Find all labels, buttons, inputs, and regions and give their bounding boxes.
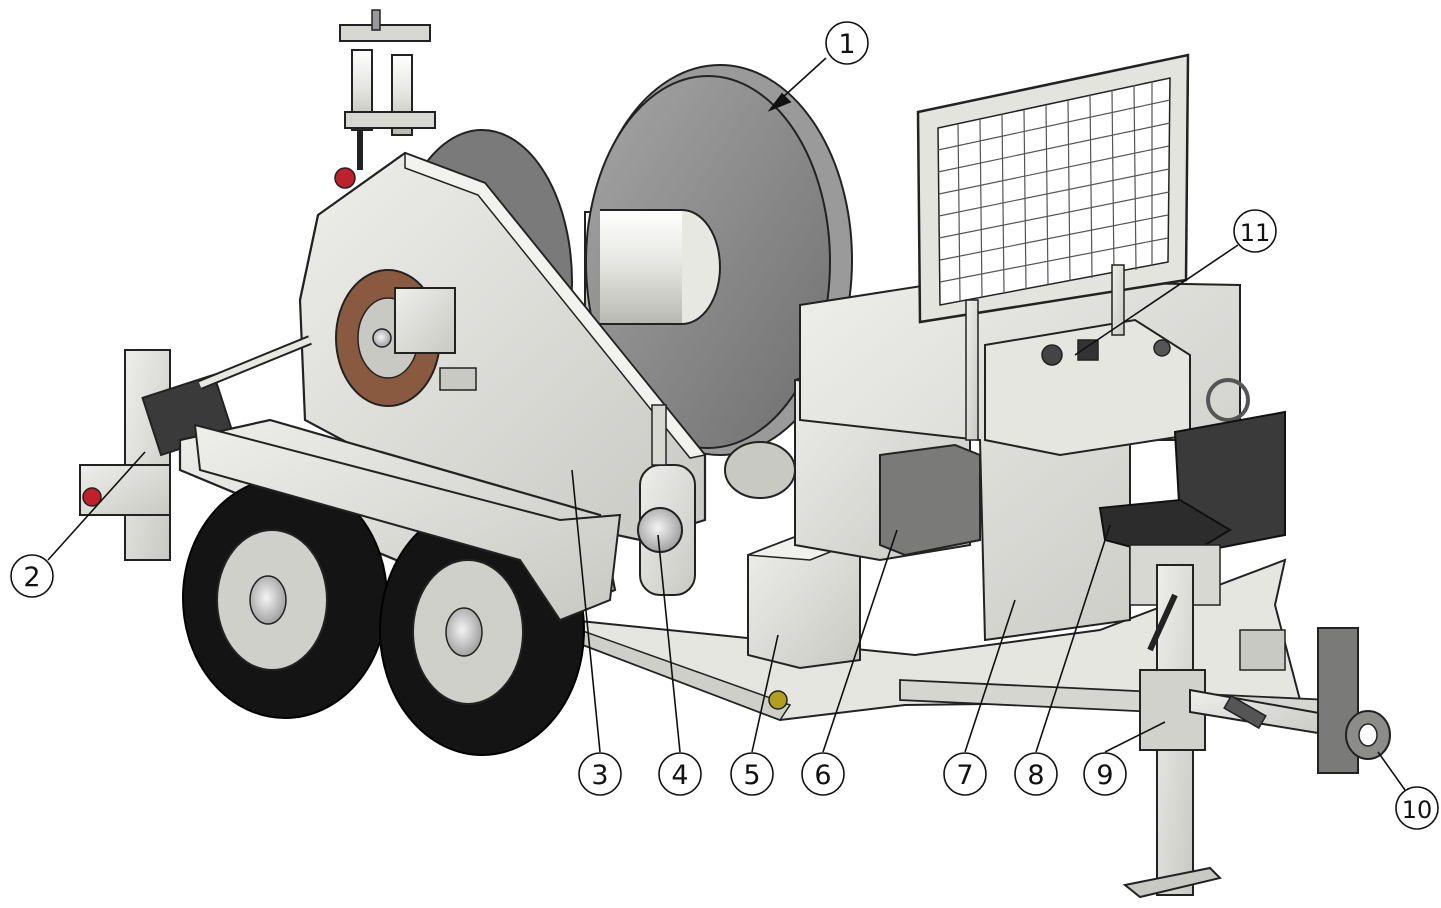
brake-caliper xyxy=(394,287,456,354)
callout-1: 1 xyxy=(825,21,869,65)
callout-11: 11 xyxy=(1233,209,1277,253)
callout-10-label: 10 xyxy=(1402,796,1433,824)
callout-11-label: 11 xyxy=(1240,219,1271,247)
electrical-box xyxy=(879,443,981,557)
callout-6: 6 xyxy=(801,752,845,796)
callout-7-label: 7 xyxy=(956,760,973,791)
callout-7: 7 xyxy=(943,752,987,796)
drum-core-visible xyxy=(600,210,682,324)
callout-2-label: 2 xyxy=(23,562,40,593)
callout-8: 8 xyxy=(1014,752,1058,796)
callout-3-label: 3 xyxy=(591,760,608,791)
callout-4-label: 4 xyxy=(671,760,688,791)
wheels xyxy=(182,423,622,756)
callout-10: 10 xyxy=(1395,786,1439,830)
callout-1-label: 1 xyxy=(838,29,855,60)
rear-light xyxy=(82,487,102,507)
brake-assembly xyxy=(335,269,477,407)
callout-5: 5 xyxy=(730,752,774,796)
callout-9-label: 9 xyxy=(1096,760,1113,791)
wheel-rear xyxy=(182,477,388,719)
callout-4: 4 xyxy=(658,752,702,796)
callout-5-label: 5 xyxy=(743,760,760,791)
jack-stand xyxy=(1122,564,1222,899)
callout-6-label: 6 xyxy=(814,760,831,791)
rear-light-assembly xyxy=(79,335,312,561)
leader-lines xyxy=(47,57,1406,791)
callout-2: 2 xyxy=(10,554,54,598)
steering-wheel xyxy=(1206,378,1250,422)
rear-guide-rollers xyxy=(334,9,436,189)
tow-bar xyxy=(1189,627,1391,774)
callout-8-label: 8 xyxy=(1027,760,1044,791)
capstan-unit xyxy=(637,404,796,596)
protective-screen xyxy=(916,53,1190,441)
callout-3: 3 xyxy=(578,752,622,796)
callout-9: 9 xyxy=(1083,752,1127,796)
